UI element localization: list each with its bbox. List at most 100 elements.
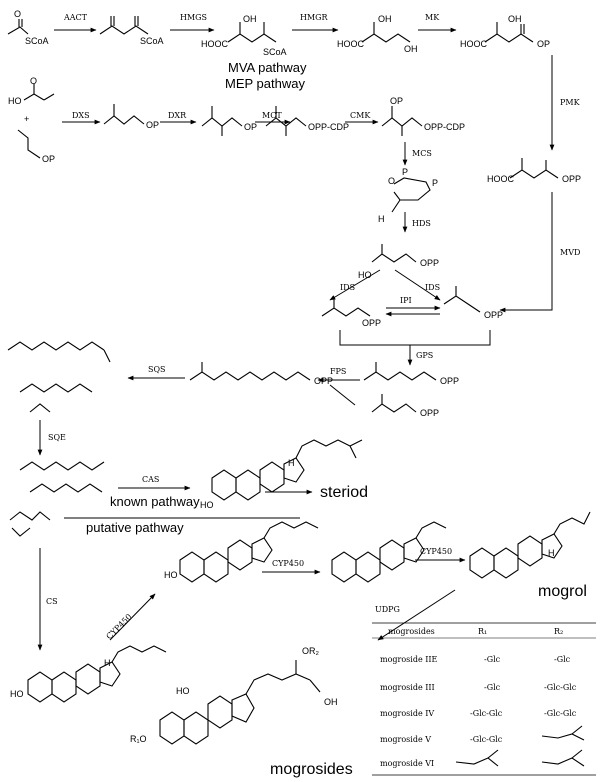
branched-glc-glyph — [455, 749, 585, 767]
mogrol-product-label: mogrol — [538, 583, 587, 600]
dmapp-structure: OPP — [321, 298, 381, 328]
enzyme-gps: GPS — [416, 351, 433, 360]
enzyme-mk: MK — [425, 13, 440, 22]
table-row-name: mogroside IIE — [380, 655, 438, 664]
scoa-label: SCoA — [263, 47, 287, 57]
enzyme-hds: HDS — [412, 219, 431, 228]
gps-bracket — [339, 330, 491, 346]
table-row-name: mogroside III — [380, 683, 435, 692]
enzyme-cmk: CMK — [350, 111, 371, 120]
enzyme-dxs: DXS — [72, 111, 90, 120]
hooc-label: HOOC — [337, 39, 365, 49]
fps-merge-line — [329, 384, 356, 406]
mva-pathway-label: MVA pathway — [228, 60, 307, 75]
oh-label: H — [378, 214, 385, 224]
table-header-r2: R₂ — [554, 627, 563, 636]
oh-label: OH — [508, 14, 522, 24]
enzyme-cas: CAS — [142, 475, 159, 484]
opp-label: OPP — [420, 258, 439, 268]
table-row-r2: -Glc-Glc — [544, 683, 577, 692]
table-row-name: mogroside V — [380, 735, 431, 744]
enzyme-ids-left: IDS — [340, 283, 355, 292]
enzyme-sqe: SQE — [48, 433, 66, 442]
branched-glc-glyph — [541, 725, 585, 741]
mogroside-table: mogrosides R₁ R₂ mogroside IIE -Glc -Glc… — [372, 622, 596, 776]
enzyme-aact: AACT — [63, 13, 88, 22]
opp-label: OPP — [362, 318, 381, 328]
squalene-structure — [7, 341, 111, 413]
ids-right-arrow — [394, 269, 441, 301]
scoa-label: SCoA — [140, 36, 164, 46]
oh-label: OH — [243, 14, 257, 24]
ho-label: HO — [200, 500, 214, 510]
opp-cdp-label: OPP-CDP — [308, 122, 349, 132]
enzyme-cyp450-2: CYP450 — [272, 559, 304, 568]
acetoacetyl-coa-structure: SCoA — [99, 16, 164, 46]
hydroxy-cucurbitadienol-structure: HO — [164, 521, 319, 583]
enzyme-dxr: DXR — [168, 111, 187, 120]
ho-label: HO — [10, 689, 24, 699]
table-row-r1: -Glc — [484, 655, 501, 664]
pyruvate-structure: HO O — [8, 76, 55, 106]
ho-label: HO — [8, 96, 22, 106]
steriod-product-label: steriod — [320, 484, 368, 501]
mevalonate-structure: HOOC OH OH — [337, 14, 418, 54]
op-label: OP — [42, 154, 55, 164]
enzyme-mcs: MCS — [412, 149, 432, 158]
mecpp-structure: O P P H — [378, 167, 438, 224]
r1o-label: R₁O — [130, 734, 147, 744]
op-label: OP — [537, 39, 550, 49]
p-label: P — [432, 178, 438, 188]
ipp-structure: OPP — [443, 286, 503, 320]
enzyme-ipi: IPI — [400, 296, 412, 305]
oh-label: OH — [378, 14, 392, 24]
oh-label: OH — [324, 697, 338, 707]
enzyme-pmk: PMK — [560, 98, 581, 107]
mevalonate-pyrophosphate-structure: HOOC OPP — [487, 158, 581, 184]
mep-structure: OP — [201, 106, 257, 136]
enzyme-ids-right: IDS — [425, 283, 440, 292]
enzyme-mct: MCT — [262, 111, 282, 120]
enzyme-sqs: SQS — [148, 365, 166, 374]
enzyme-cyp450-1: CYP450 — [105, 612, 134, 641]
h-label: H — [288, 458, 295, 468]
oh-label: HO — [358, 270, 372, 280]
table-header-r1: R₁ — [478, 627, 487, 636]
gpp-structure: OPP — [363, 362, 459, 386]
table-row-name: mogroside IV — [380, 709, 434, 718]
oh-label: OH — [404, 44, 418, 54]
enzyme-fps: FPS — [330, 367, 346, 376]
mogrol-structure: H — [469, 511, 591, 579]
enzyme-hmgr: HMGR — [300, 13, 329, 22]
table-row-r1: -Glc-Glc — [470, 735, 503, 744]
cdp-mep-structure: OP OPP-CDP — [381, 96, 465, 136]
enzyme-cs: CS — [46, 597, 58, 606]
cucurbitadienol-structure: HO H — [10, 645, 167, 703]
hmg-coa-structure: HOOC OH SCoA — [201, 14, 287, 57]
plus-sign: + — [24, 114, 29, 124]
h-label: H — [548, 548, 555, 558]
opp-label: OPP — [314, 376, 333, 386]
cyp450-arrow-1 — [109, 593, 156, 641]
hooc-label: HOOC — [201, 39, 229, 49]
udpg-arrow — [377, 589, 456, 641]
enzyme-hmgs: HMGS — [180, 13, 207, 22]
mep-pathway-label: MEP pathway — [225, 76, 305, 91]
opp-label: OPP — [484, 310, 503, 320]
table-row-r1: -Glc — [484, 683, 501, 692]
ho-label: HO — [164, 570, 178, 580]
p-label: P — [402, 167, 408, 177]
op-label: OP — [146, 120, 159, 130]
known-pathway-label: known pathway — [110, 494, 200, 509]
o-label: O — [30, 76, 37, 86]
table-header-mogrosides: mogrosides — [388, 627, 435, 636]
mevalonate-phosphate-structure: HOOC OH OP — [460, 14, 550, 49]
op-label: OP — [390, 96, 403, 106]
svg-text:O: O — [14, 9, 21, 19]
opp-cdp-label: OPP-CDP — [424, 122, 465, 132]
mogrosides-product-label: mogrosides — [270, 761, 353, 778]
opp-label: OPP — [562, 174, 581, 184]
table-row-name: mogroside VI — [380, 759, 434, 768]
hooc-label: HOOC — [460, 39, 488, 49]
